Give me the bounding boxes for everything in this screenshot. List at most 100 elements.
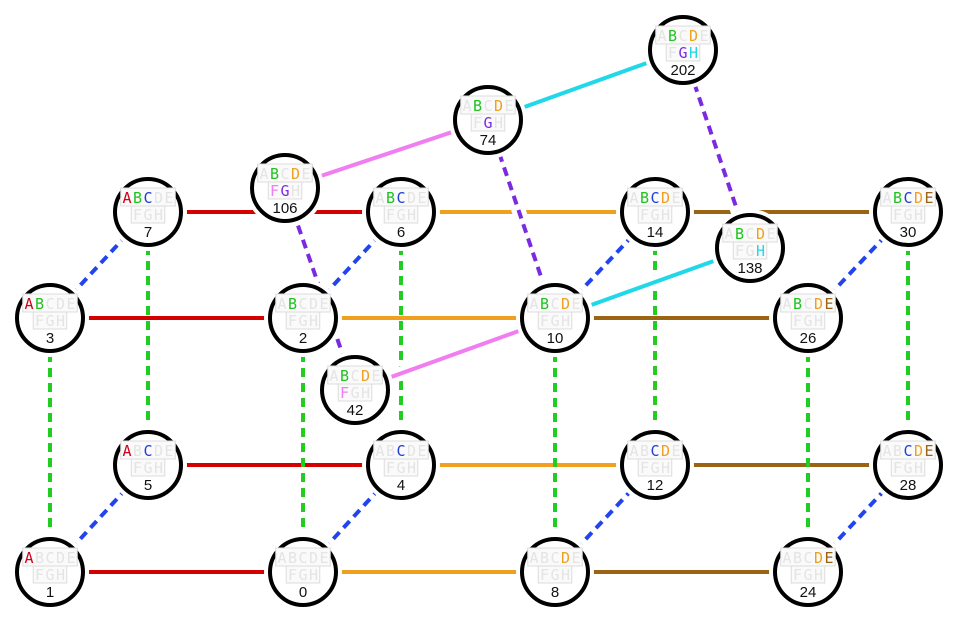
node-value: 2 xyxy=(299,330,307,347)
label-box-bottom xyxy=(337,383,373,402)
letter-D: D xyxy=(56,295,65,313)
letter-A: A xyxy=(882,442,891,460)
letter-E: E xyxy=(371,367,380,385)
node-value: 12 xyxy=(647,477,664,494)
letter-C: C xyxy=(143,442,152,460)
letter-E: E xyxy=(571,549,580,567)
node-value: 0 xyxy=(299,584,307,601)
node-value: 42 xyxy=(347,402,364,419)
letter-A: A xyxy=(882,189,891,207)
letter-C: C xyxy=(803,549,812,567)
letter-E: E xyxy=(417,189,426,207)
letter-G: G xyxy=(550,312,559,330)
letter-D: D xyxy=(814,295,823,313)
letter-A: A xyxy=(657,27,666,45)
letter-A: A xyxy=(329,367,338,385)
letter-B: B xyxy=(270,165,279,183)
letter-D: D xyxy=(154,189,163,207)
letter-H: H xyxy=(814,312,823,330)
letter-E: E xyxy=(66,295,75,313)
letter-G: G xyxy=(803,566,812,584)
letter-F: F xyxy=(35,312,44,330)
label-box-bottom xyxy=(665,43,701,62)
label-box-bottom xyxy=(890,205,926,224)
label-box-bottom xyxy=(285,311,321,330)
letter-C: C xyxy=(803,295,812,313)
letter-C: C xyxy=(678,27,687,45)
letter-D: D xyxy=(914,189,923,207)
letter-H: H xyxy=(914,206,923,224)
letter-B: B xyxy=(288,295,297,313)
letter-G: G xyxy=(903,206,912,224)
letter-B: B xyxy=(893,189,902,207)
label-box-bottom xyxy=(32,565,68,584)
letter-H: H xyxy=(291,182,300,200)
letter-G: G xyxy=(143,459,152,477)
node-value: 7 xyxy=(144,224,152,241)
letter-D: D xyxy=(309,549,318,567)
letter-E: E xyxy=(504,97,513,115)
letter-H: H xyxy=(154,206,163,224)
letter-C: C xyxy=(650,189,659,207)
letter-C: C xyxy=(396,442,405,460)
letter-F: F xyxy=(540,312,549,330)
letter-E: E xyxy=(824,295,833,313)
letter-C: C xyxy=(745,225,754,243)
letter-F: F xyxy=(270,182,279,200)
node-value: 202 xyxy=(670,62,695,79)
letter-B: B xyxy=(288,549,297,567)
letter-E: E xyxy=(164,442,173,460)
letter-G: G xyxy=(45,566,54,584)
letter-H: H xyxy=(756,242,765,260)
letter-E: E xyxy=(924,189,933,207)
label-box-bottom xyxy=(285,565,321,584)
letter-G: G xyxy=(745,242,754,260)
node-value: 106 xyxy=(272,200,297,217)
letter-B: B xyxy=(540,549,549,567)
letter-D: D xyxy=(361,367,370,385)
letter-B: B xyxy=(340,367,349,385)
letter-B: B xyxy=(133,442,142,460)
node-value: 1 xyxy=(46,584,54,601)
letter-C: C xyxy=(143,189,152,207)
letter-B: B xyxy=(540,295,549,313)
node-value: 4 xyxy=(397,477,405,494)
letter-E: E xyxy=(571,295,580,313)
label-box-bottom xyxy=(383,458,419,477)
letter-B: B xyxy=(35,549,44,567)
letter-A: A xyxy=(259,165,268,183)
label-box-bottom xyxy=(790,311,826,330)
letter-F: F xyxy=(386,206,395,224)
letter-C: C xyxy=(396,189,405,207)
letter-A: A xyxy=(629,189,638,207)
letter-G: G xyxy=(298,312,307,330)
letter-A: A xyxy=(782,549,791,567)
letter-C: C xyxy=(298,549,307,567)
letter-B: B xyxy=(35,295,44,313)
letter-G: G xyxy=(550,566,559,584)
label-box-bottom xyxy=(637,458,673,477)
letter-F: F xyxy=(540,566,549,584)
